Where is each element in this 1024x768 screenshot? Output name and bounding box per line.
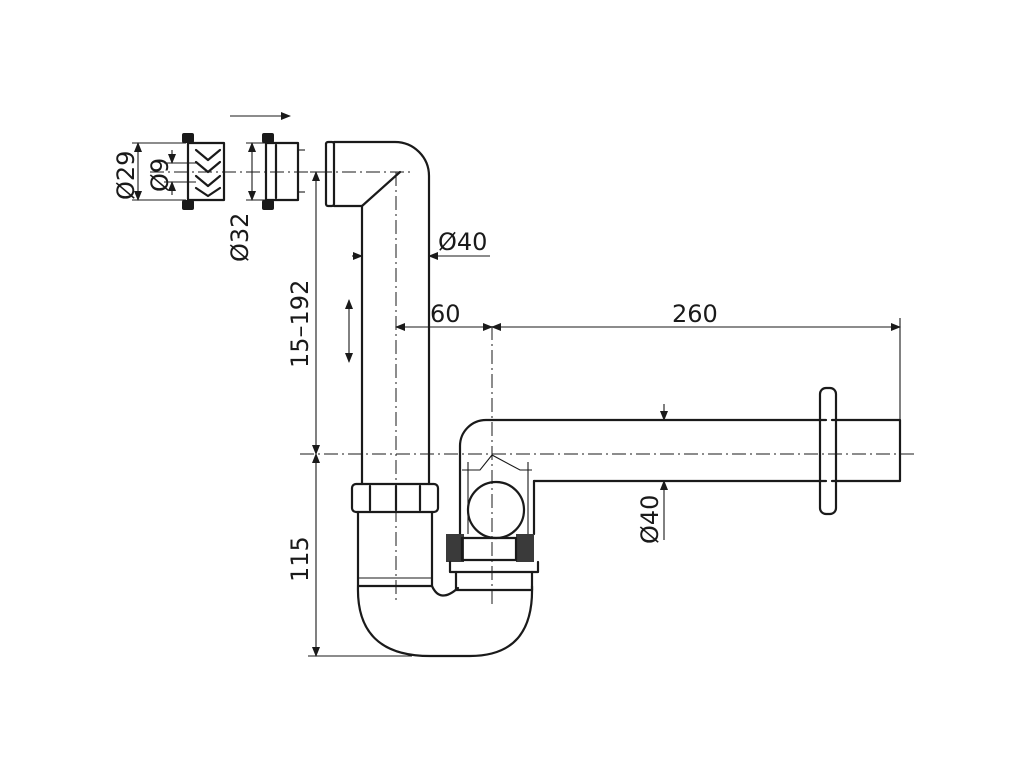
center-lines [150, 171, 916, 604]
dim-d29 [132, 142, 186, 201]
union-nut [350, 482, 440, 588]
dim-height-adjust-label: 15–192 [286, 280, 314, 368]
dim-offset-label: 60 [430, 300, 461, 328]
outlet-pipe [818, 386, 902, 516]
dim-height-bottom [308, 453, 412, 657]
dim-d40-side-label: Ø40 [636, 495, 664, 544]
dim-d29-label: Ø29 [112, 151, 140, 200]
dim-length-label: 260 [672, 300, 718, 328]
u-bend [356, 584, 534, 658]
dim-d9 [164, 150, 196, 195]
inlet-pipe [324, 140, 431, 486]
dim-length [491, 318, 901, 420]
trap-body [458, 418, 828, 540]
dim-height-bottom-label: 115 [286, 536, 314, 582]
dim-height-adjust [310, 171, 330, 455]
dim-d9-label: Ø9 [146, 158, 174, 192]
dim-d32-label: Ø32 [226, 213, 254, 262]
dim-d40-top-label: Ø40 [438, 228, 487, 256]
trap-nut [446, 534, 540, 592]
